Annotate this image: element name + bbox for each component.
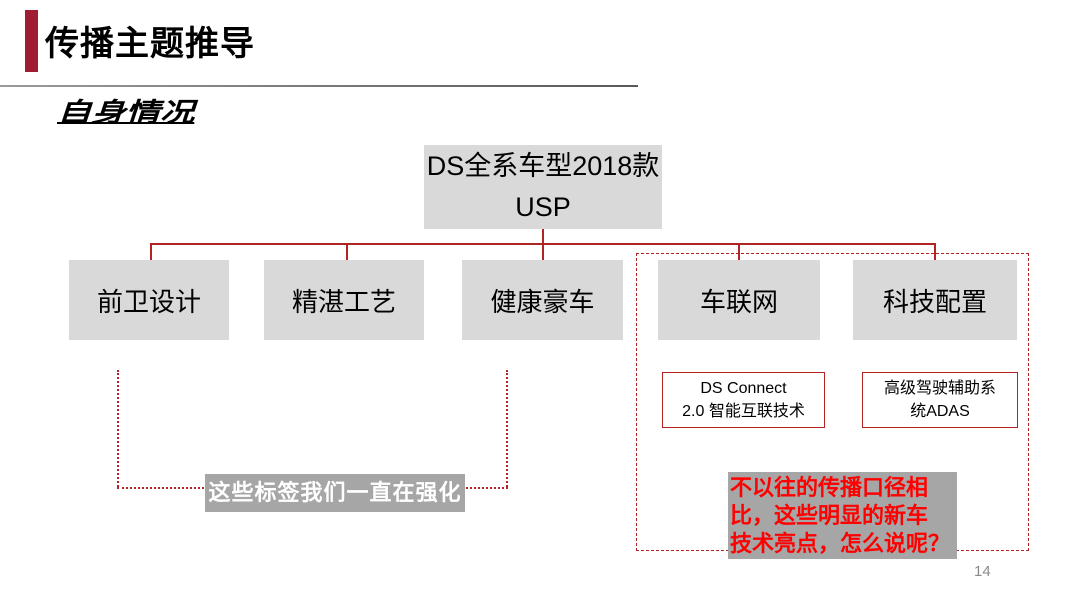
detail-box-ds-connect: DS Connect 2.0 智能互联技术 [662,372,825,428]
branch-box-healthy-luxury-car: 健康豪车 [462,260,623,340]
bracket-right-line [506,370,508,487]
connector-horizontal-bar [150,243,936,245]
page-title: 传播主题推导 [45,25,255,63]
connector-drop-1 [150,245,152,260]
branch-box-tech-configuration: 科技配置 [853,260,1017,340]
strengthen-label: 这些标签我们一直在强化 [205,474,465,512]
connector-drop-5 [934,245,936,260]
connector-drop-2 [346,245,348,260]
question-note: 不以往的传播口径相 比，这些明显的新车 技术亮点，怎么说呢？ [728,472,957,559]
page-number: 14 [974,563,991,580]
usp-root-box: DS全系车型2018款 USP [424,145,662,229]
bracket-left-line [117,370,119,487]
section-subtitle: 自身情况 [57,92,194,129]
detail-box-adas: 高级驾驶辅助系 统ADAS [862,372,1018,428]
connector-drop-3 [542,245,544,260]
branch-box-connected-car: 车联网 [658,260,820,340]
branch-box-avant-garde-design: 前卫设计 [69,260,229,340]
section-subtitle-text: 自身情况 [57,97,195,127]
connector-drop-4 [738,245,740,260]
connector-stem [542,228,544,243]
branch-box-exquisite-craftsmanship: 精湛工艺 [264,260,424,340]
accent-bar [25,10,38,72]
title-rule [0,85,638,87]
